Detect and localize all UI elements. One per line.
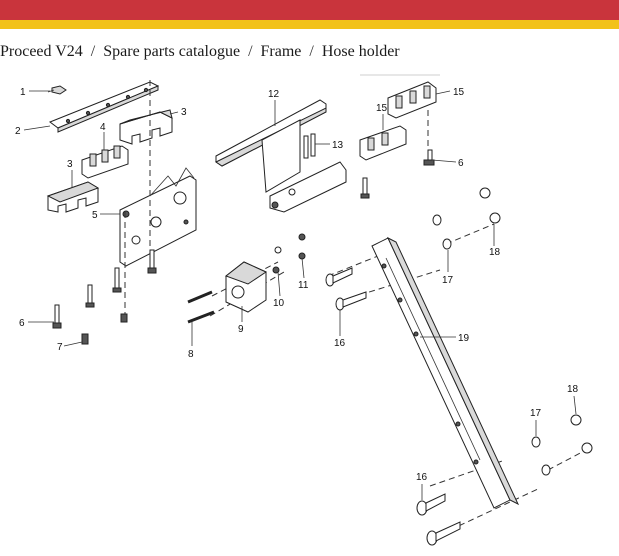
part-pins[interactable] — [303, 133, 370, 199]
breadcrumb-spare-parts-catalogue[interactable]: Spare parts catalogue — [103, 43, 241, 60]
callout-16[interactable]: 16 — [334, 338, 346, 349]
callout-6[interactable]: 6 — [458, 158, 464, 169]
part-hose-clamp-lower[interactable] — [46, 181, 100, 213]
callout-10[interactable]: 10 — [273, 298, 285, 309]
part-long-rail[interactable] — [371, 236, 520, 509]
callout-17[interactable]: 17 — [442, 275, 454, 286]
breadcrumb-separator: / — [248, 43, 253, 60]
part-mounting-plate[interactable] — [119, 167, 197, 267]
part-hose-clamp-right[interactable] — [359, 81, 437, 166]
callout-1[interactable]: 1 — [20, 87, 26, 98]
callout-12[interactable]: 12 — [268, 89, 280, 100]
breadcrumb: Proceed V24 / Spare parts catalogue / Frame /… — [0, 43, 400, 61]
part-mounting-bar[interactable] — [48, 81, 160, 133]
breadcrumb-frame[interactable]: Frame — [260, 43, 302, 60]
breadcrumb-hose-holder: Hose holder — [321, 43, 400, 60]
breadcrumb-proceed-v24[interactable]: Proceed V24 — [0, 43, 83, 60]
callout-15[interactable]: 15 — [376, 103, 388, 114]
callout-11[interactable]: 11 — [298, 280, 309, 291]
part-carriage-bolts-lower[interactable] — [416, 493, 461, 546]
part-hose-clamp-upper[interactable] — [119, 109, 173, 145]
callout-5[interactable]: 5 — [92, 210, 98, 221]
callout-13[interactable]: 13 — [332, 140, 344, 151]
part-long-bolts[interactable] — [187, 290, 215, 324]
callout-9[interactable]: 9 — [238, 324, 244, 335]
part-clamp-strip[interactable] — [81, 145, 129, 179]
watermark-ghost: 14 — [360, 74, 440, 76]
callout-19[interactable]: 19 — [458, 333, 470, 344]
part-hose-block[interactable] — [224, 261, 268, 313]
callout-7[interactable]: 7 — [57, 342, 63, 353]
part-washers-nuts-upper[interactable] — [432, 187, 501, 250]
part-wing-screw[interactable] — [47, 85, 67, 95]
top-brand-bar — [0, 0, 619, 20]
callout-3[interactable]: 3 — [67, 159, 73, 170]
callout-15[interactable]: 15 — [453, 87, 465, 98]
callout-18[interactable]: 18 — [567, 384, 579, 395]
part-bolts-vertical[interactable] — [52, 249, 157, 345]
breadcrumb-separator: / — [90, 43, 96, 60]
callout-18[interactable]: 18 — [489, 247, 501, 258]
part-nuts-washers-small[interactable] — [272, 233, 306, 274]
callout-17[interactable]: 17 — [530, 408, 542, 419]
part-carriage-bolts-upper[interactable] — [325, 267, 367, 311]
callout-2[interactable]: 2 — [15, 126, 21, 137]
callout-16[interactable]: 16 — [416, 472, 428, 483]
top-accent-stripe — [0, 20, 619, 29]
callout-4[interactable]: 4 — [100, 122, 106, 133]
callout-3[interactable]: 3 — [181, 107, 187, 118]
breadcrumb-separator: / — [309, 43, 314, 60]
part-frame-bracket[interactable] — [214, 99, 347, 213]
exploded-parts-diagram: 14 — [0, 60, 619, 556]
callout-8[interactable]: 8 — [188, 349, 194, 360]
callout-labels: 1 2 3 4 3 5 6 7 8 9 10 11 12 13 15 15 6 … — [15, 87, 579, 483]
part-washers-nuts-lower[interactable] — [531, 414, 593, 476]
assembly-lines — [124, 80, 587, 531]
callout-leaders — [23, 90, 577, 500]
callout-6[interactable]: 6 — [19, 318, 25, 329]
